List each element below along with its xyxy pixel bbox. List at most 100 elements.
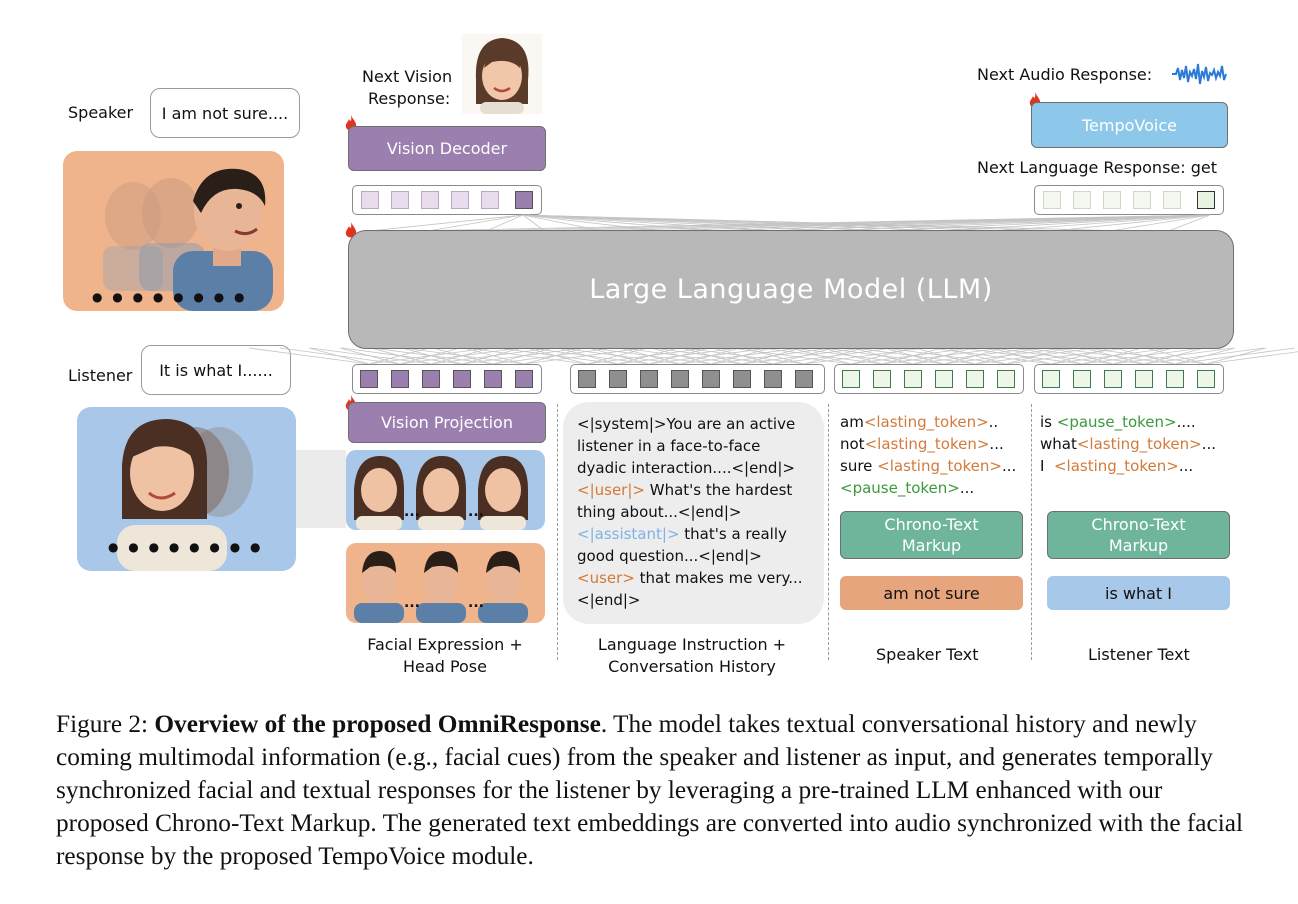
- speaker-chrono-markup-box: Chrono-Text Markup: [840, 511, 1023, 559]
- speaker-frame-dots: ● ● ● ● ● ● ● ●: [92, 290, 248, 304]
- vision-response-face-image: [462, 34, 542, 114]
- llm-label: Large Language Model (LLM): [589, 274, 993, 305]
- caption-body: . The model takes textual conversational…: [56, 710, 1244, 870]
- vision-output-token-active: [515, 191, 533, 209]
- caption-title: Overview of the proposed OmniResponse: [154, 710, 601, 738]
- next-language-label: Next Language Response: get: [977, 158, 1217, 177]
- speaker-speech-bubble: I am not sure....: [150, 88, 300, 138]
- vision-output-token: [421, 191, 439, 209]
- next-vision-label-line1: Next Vision: [362, 67, 453, 86]
- figure-caption: Figure 2: Overview of the proposed OmniR…: [56, 708, 1246, 873]
- vision-output-token-row: [352, 185, 542, 215]
- speaker-text-box: am not sure: [840, 576, 1023, 610]
- vision-projection-box: Vision Projection: [348, 402, 546, 443]
- vision-output-token: [481, 191, 499, 209]
- column-separator: [557, 404, 558, 660]
- listener-face-strip: ... ...: [346, 450, 545, 530]
- language-input-token: [702, 370, 720, 388]
- speaker-token-line: am<lasting_token>..: [840, 413, 999, 431]
- language-column-label: Language Instruction + Conversation Hist…: [567, 634, 817, 678]
- speaker-text-column-label: Speaker Text: [876, 645, 979, 664]
- language-input-token: [640, 370, 658, 388]
- next-audio-label: Next Audio Response:: [977, 65, 1153, 84]
- listener-text-token: [1197, 370, 1215, 388]
- vision-input-token: [422, 370, 440, 388]
- language-input-token: [578, 370, 596, 388]
- language-output-token-row: [1034, 185, 1224, 215]
- listener-text-token-row: [1034, 364, 1224, 394]
- language-output-token: [1043, 191, 1061, 209]
- vision-input-token: [360, 370, 378, 388]
- listener-token-line: what<lasting_token>...: [1040, 435, 1217, 453]
- special-token: <pause_token>: [840, 479, 960, 497]
- listener-chrono-markup-box: Chrono-Text Markup: [1047, 511, 1230, 559]
- language-output-token-active: [1197, 191, 1215, 209]
- language-input-token-row: [570, 364, 825, 394]
- listener-text-box: is what I: [1047, 576, 1230, 610]
- special-token: <pause_token>: [1056, 413, 1177, 431]
- next-vision-response-image: [462, 34, 542, 114]
- facial-column-label-text: Facial Expression + Head Pose: [367, 635, 523, 676]
- special-token: <lasting_token>: [863, 413, 989, 431]
- listener-token-line: I <lasting_token>...: [1040, 457, 1194, 475]
- speaker-strip-ellipsis-1: ...: [404, 595, 420, 611]
- attention-connection-lines: [248, 214, 1298, 365]
- vision-input-token: [515, 370, 533, 388]
- listener-label: Listener: [68, 366, 133, 385]
- language-output-token: [1073, 191, 1091, 209]
- listener-text-token: [1135, 370, 1153, 388]
- vision-input-token-row: [352, 364, 542, 394]
- speaker-face-panel: [63, 151, 284, 311]
- instruction-line: dyadic interaction....<|end|>: [577, 459, 795, 477]
- language-column-label-text: Language Instruction + Conversation Hist…: [597, 635, 787, 676]
- special-token: <lasting_token>: [864, 435, 990, 453]
- instruction-line: <user> that makes me very...: [577, 569, 803, 587]
- listener-text-column-label: Listener Text: [1088, 645, 1190, 664]
- llm-box: Large Language Model (LLM): [348, 230, 1234, 349]
- role-tag: <|assistant|>: [577, 525, 680, 543]
- speaker-chrono-markup-label: Chrono-Text Markup: [884, 515, 979, 555]
- instruction-line: listener in a face-to-face: [577, 437, 761, 455]
- waveform-icon: [1172, 63, 1227, 85]
- instruction-line: thing about...<|end|>: [577, 503, 742, 521]
- language-output-token: [1163, 191, 1181, 209]
- speaker-token-text: am<lasting_token>..not<lasting_token>...…: [840, 411, 1016, 499]
- instruction-line: <|assistant|> that's a really: [577, 525, 787, 543]
- language-input-token: [609, 370, 627, 388]
- instruction-line: <|end|>: [577, 591, 641, 609]
- listener-text-token: [1073, 370, 1091, 388]
- speaker-text-token-row: [834, 364, 1024, 394]
- listener-speech-bubble: It is what I......: [141, 345, 291, 395]
- listener-face-image: [117, 419, 253, 571]
- instruction-line: <|user|> What's the hardest: [577, 481, 793, 499]
- speaker-text-token: [842, 370, 860, 388]
- speaker-label: Speaker: [68, 103, 134, 122]
- tempovoice-box: TempoVoice: [1031, 102, 1228, 148]
- listener-chrono-markup-label: Chrono-Text Markup: [1091, 515, 1186, 555]
- language-output-token: [1103, 191, 1121, 209]
- listener-connector-band: [296, 450, 346, 528]
- next-vision-label-line2: Response:: [368, 89, 451, 108]
- vision-output-token: [451, 191, 469, 209]
- vision-input-token: [453, 370, 471, 388]
- column-separator: [1031, 404, 1032, 660]
- speaker-text-token: [966, 370, 984, 388]
- vision-input-token: [484, 370, 502, 388]
- instruction-line: good question...<|end|>: [577, 547, 762, 565]
- listener-strip-ellipsis-1: ...: [404, 504, 420, 520]
- listener-text-token: [1166, 370, 1184, 388]
- special-token: <lasting_token>: [1076, 435, 1202, 453]
- vision-output-token: [361, 191, 379, 209]
- speaker-strip-ellipsis-2: ...: [468, 595, 484, 611]
- speaker-face-image: [103, 168, 273, 311]
- speaker-face-strip: ... ...: [346, 543, 545, 623]
- language-output-token: [1133, 191, 1151, 209]
- special-token: <lasting_token>: [1053, 457, 1179, 475]
- speaker-text-token: [873, 370, 891, 388]
- facial-column-label: Facial Expression + Head Pose: [350, 634, 540, 678]
- language-input-token: [733, 370, 751, 388]
- speaker-text-token: [935, 370, 953, 388]
- vision-decoder-box: Vision Decoder: [348, 126, 546, 171]
- speaker-text-token: [997, 370, 1015, 388]
